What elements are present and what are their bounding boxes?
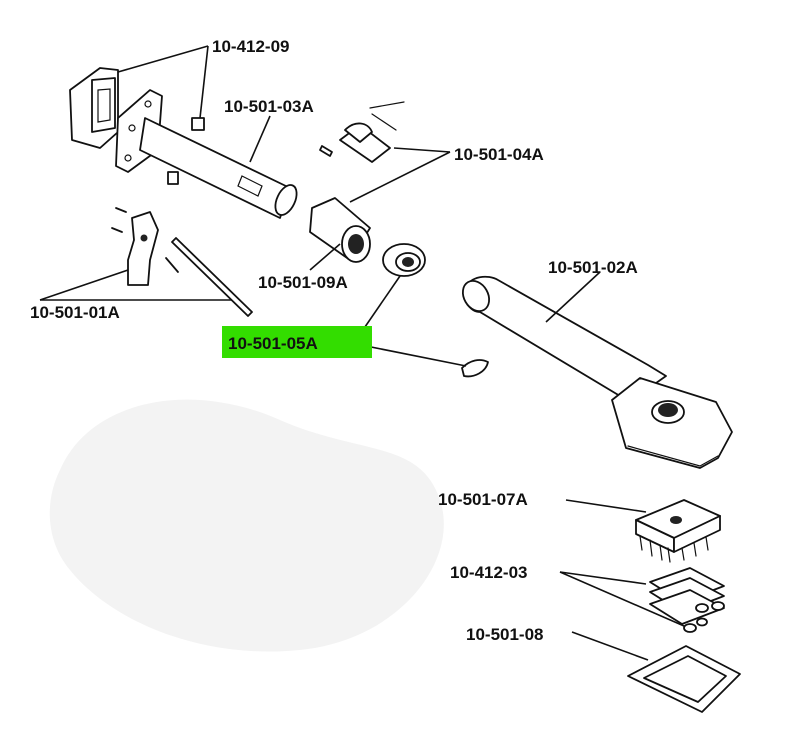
watermark-shape [49,399,444,652]
label-10-501-01a[interactable]: 10-501-01A [30,303,120,322]
grommet-drawing [382,243,426,277]
label-10-501-05a[interactable]: 10-501-05A [228,334,318,353]
label-10-501-07a[interactable]: 10-501-07A [438,490,528,509]
label-10-501-09a[interactable]: 10-501-09A [258,273,348,292]
handle-drawing [461,275,733,469]
frame-pad-drawing [627,645,741,713]
toothed-pad-drawing [635,499,721,563]
clip-drawing [461,359,489,378]
plates-washers-drawing [649,567,725,633]
sleeve-drawing [309,197,371,263]
clamp-drawing [339,101,405,163]
highlight-box [222,326,372,358]
label-10-501-08[interactable]: 10-501-08 [466,625,544,644]
end-cap-drawing [69,67,119,149]
label-10-501-03a[interactable]: 10-501-03A [224,97,314,116]
lever-bracket-drawing [111,207,179,286]
label-10-501-02a[interactable]: 10-501-02A [548,258,638,277]
main-tube-drawing [139,117,298,219]
rod-drawing [171,237,253,317]
label-10-412-03[interactable]: 10-412-03 [450,563,528,582]
label-10-501-04a[interactable]: 10-501-04A [454,145,544,164]
screws-drawing [167,117,333,185]
label-10-412-09[interactable]: 10-412-09 [212,37,290,56]
leader-lines [39,45,685,661]
